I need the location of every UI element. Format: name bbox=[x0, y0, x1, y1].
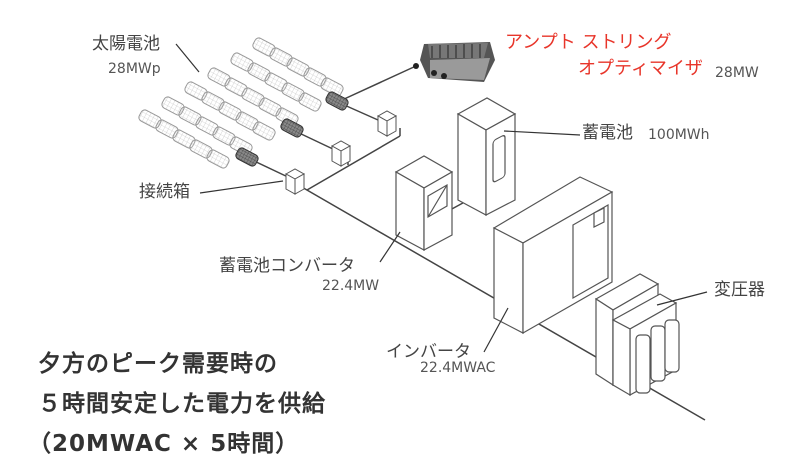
junction-box bbox=[294, 173, 305, 195]
battery-icon bbox=[492, 135, 506, 183]
inverter-capacity: 22.4MWAC bbox=[420, 360, 496, 376]
battery-converter-label: 蓄電池コンバータ bbox=[219, 256, 355, 276]
transformer bbox=[594, 273, 680, 397]
solar-panel bbox=[206, 149, 230, 169]
optimizer-module bbox=[325, 91, 349, 111]
inverter-cabinet bbox=[492, 176, 614, 335]
headline-line1: 夕方のピーク需要時の bbox=[38, 351, 278, 377]
optimizer-module bbox=[280, 118, 304, 138]
battery-capacity: 100MWh bbox=[648, 127, 710, 143]
transformer-label: 変圧器 bbox=[714, 280, 765, 300]
optimizer-image bbox=[413, 42, 495, 82]
battery-converter-capacity: 22.4MW bbox=[322, 278, 380, 294]
junction-box-label: 接続箱 bbox=[139, 182, 190, 202]
inverter-label: インバータ bbox=[386, 342, 471, 362]
leader-lines bbox=[175, 43, 708, 353]
junction-boxes bbox=[284, 110, 398, 195]
solar-panel bbox=[298, 92, 322, 112]
battery-cabinet bbox=[456, 97, 517, 217]
optimizer-module bbox=[235, 147, 259, 167]
battery-converter-cabinet bbox=[394, 155, 454, 252]
battery-label: 蓄電池 bbox=[582, 123, 633, 143]
headline-line3: （20MWAC × 5時間） bbox=[28, 431, 300, 457]
solar-panel bbox=[252, 121, 276, 141]
junction-box bbox=[340, 145, 351, 167]
solar-panel-array bbox=[138, 37, 349, 169]
optimizer-label-line1: アンプト ストリング bbox=[505, 32, 672, 53]
optimizer-label-line2: オプティマイザ bbox=[578, 58, 703, 79]
solar-capacity: 28MWp bbox=[108, 61, 161, 77]
solar-label: 太陽電池 bbox=[92, 34, 160, 54]
headline-line2: ５時間安定した電力を供給 bbox=[38, 391, 326, 417]
junction-box bbox=[386, 115, 397, 137]
optimizer-capacity: 28MW bbox=[715, 65, 759, 81]
